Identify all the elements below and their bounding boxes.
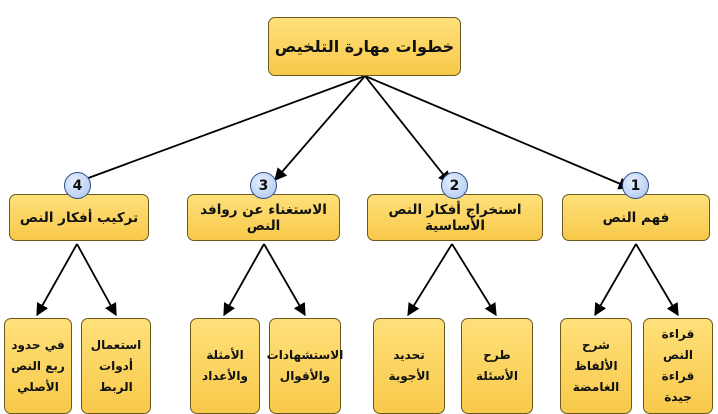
step-2-leaf-b: تحديد الأجوبة [373,318,445,414]
arrow-step-4-leaf-b [36,243,78,317]
arrow-root-step-1 [364,75,632,190]
arrow-step-3-leaf-a [263,243,306,317]
arrow-step-3-leaf-b [223,243,265,317]
step-2-box: استخراج أفكار النص الأساسية [367,194,543,241]
arrow-root-step-2 [364,75,451,184]
arrow-step-1-leaf-b [594,243,637,317]
root-title-box: خطوات مهارة التلخيص [268,17,461,76]
step-1-box: فهم النص [562,194,710,241]
arrow-step-1-leaf-a [635,243,679,317]
step-4-leaf-b: في حدود ربع النص الأصلي [4,318,72,414]
step-3-leaf-b: الأمثلة والأعداد [190,318,260,414]
arrow-step-2-leaf-a [451,243,497,317]
step-1-leaf-b: شرح الألفاظ الغامضة [560,318,632,414]
arrow-root-step-3 [274,75,366,181]
arrow-root-step-4 [70,75,366,186]
step-3-box: الاستغناء عن روافد النص [187,194,340,241]
step-4-box: تركيب أفكار النص [9,194,149,241]
step-1-badge: 1 [622,172,649,199]
step-2-leaf-a: طرح الأسئلة [461,318,533,414]
step-4-leaf-a: استعمال أدوات الربط [81,318,151,414]
arrow-step-2-leaf-b [407,243,453,317]
arrow-step-4-leaf-a [76,243,117,317]
step-3-badge: 3 [250,172,277,199]
step-2-badge: 2 [441,172,468,199]
step-1-leaf-a: قراءة النص قراءة جيدة [643,318,713,414]
step-3-leaf-a: الاستشهادات والأقوال [267,318,343,414]
step-4-badge: 4 [64,172,91,199]
